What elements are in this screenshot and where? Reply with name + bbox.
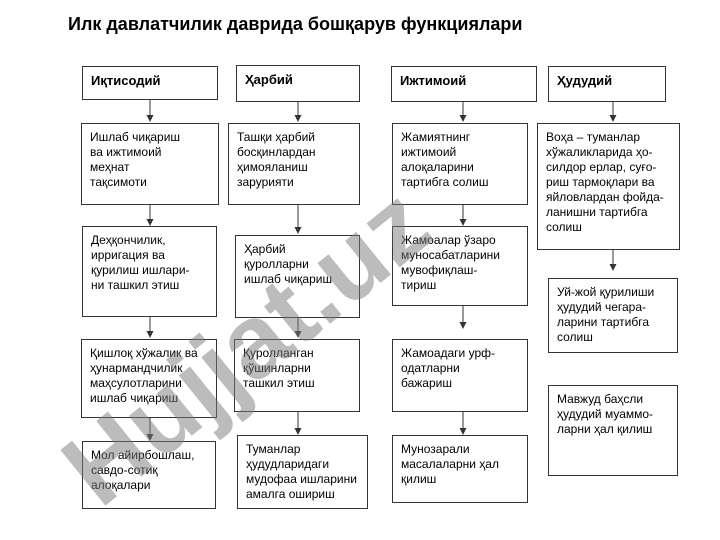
social-item-4: Мунозарали масалаларни ҳал қилиш bbox=[392, 435, 528, 503]
territorial-item-3: Мавжуд баҳсли ҳудудий муаммо- ларни ҳал … bbox=[548, 385, 678, 476]
page-title: Илк давлатчилик даврида бошқарув функция… bbox=[68, 14, 523, 34]
military-item-2: Ҳарбий қуролларни ишлаб чиқариш bbox=[235, 235, 360, 318]
economic-item-1: Ишлаб чиқариш ва ижтимоий меҳнат тақсимо… bbox=[81, 123, 219, 205]
social-item-1: Жамиятнинг ижтимоий алоқаларини тартибга… bbox=[392, 123, 528, 205]
header-territorial: Ҳудудий bbox=[548, 66, 666, 102]
territorial-item-2: Уй-жой қурилиши ҳудудий чегара- ларини т… bbox=[548, 278, 678, 353]
territorial-item-1: Воҳа – туманлар хўжаликларида ҳо- силдор… bbox=[537, 123, 680, 250]
military-item-4: Туманлар ҳудудларидаги мудофаа ишларини … bbox=[237, 435, 368, 509]
social-item-2: Жамоалар ўзаро муносабатларини мувофиқла… bbox=[392, 226, 528, 306]
economic-item-3: Қишлоқ хўжалик ва ҳунармандчилик маҳсуло… bbox=[81, 339, 217, 418]
header-social: Ижтимоий bbox=[391, 66, 537, 102]
military-item-3: Қуролланган қўшинларни ташкил этиш bbox=[234, 339, 360, 412]
social-item-3: Жамоадаги урф- одатларни бажариш bbox=[392, 339, 528, 412]
military-item-1: Ташқи ҳарбий босқинлардан ҳимояланиш зар… bbox=[228, 123, 360, 205]
economic-item-4: Мол айирбошлаш, савдо-сотиқ алоқалари bbox=[82, 441, 216, 509]
economic-item-2: Деҳқончилик, ирригация ва қурилиш ишлари… bbox=[82, 226, 217, 317]
header-military: Ҳарбий bbox=[236, 65, 360, 102]
header-economic: Иқтисодий bbox=[82, 66, 218, 100]
